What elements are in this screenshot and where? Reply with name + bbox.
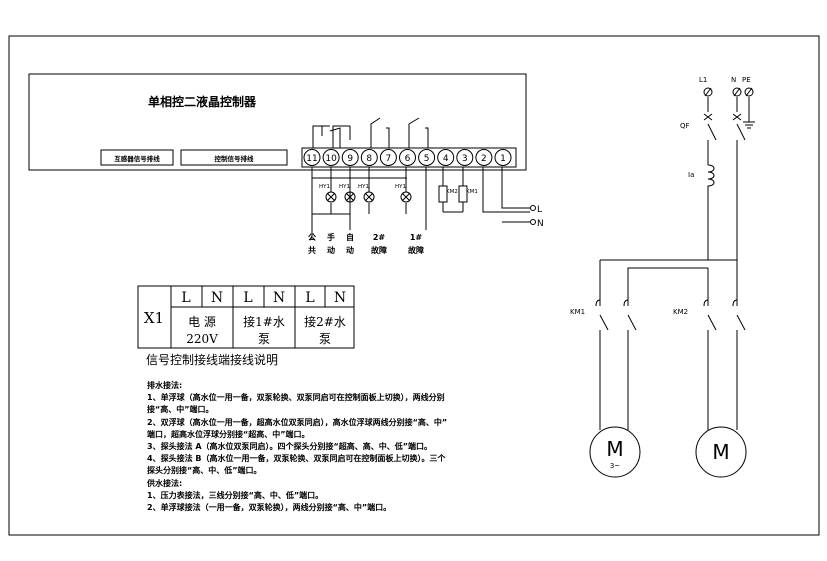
notes-line: 供水接法: bbox=[147, 478, 183, 488]
controller-box bbox=[28, 73, 527, 171]
terminal-circle-1 bbox=[494, 149, 512, 166]
terminal-circle-6 bbox=[399, 149, 416, 166]
outer-frame bbox=[8, 35, 820, 536]
hy1-label-fault: HY1 bbox=[395, 184, 406, 190]
notes-line: 排水接法: bbox=[147, 381, 183, 390]
common-label-1: 公 bbox=[308, 233, 316, 242]
pump1-label-1: 接1#水 bbox=[243, 314, 285, 329]
terminal-number-4: 4 bbox=[443, 154, 449, 164]
l1-label: L1 bbox=[699, 76, 707, 84]
pump1-label-2: 泵 bbox=[258, 332, 270, 346]
terminal-number-9: 9 bbox=[347, 154, 353, 164]
terminal-number-11: 11 bbox=[306, 154, 317, 164]
terminal-circle-2 bbox=[475, 149, 493, 166]
terminal-circle-10 bbox=[322, 149, 340, 166]
ct-signal-button-frame bbox=[100, 149, 174, 166]
terminal-strip-frame bbox=[301, 147, 517, 168]
pe-label: PE bbox=[742, 76, 751, 84]
control-signal-button-frame bbox=[180, 149, 288, 166]
ia-label: Ia bbox=[688, 171, 694, 179]
x1-cell-2: N bbox=[211, 290, 223, 306]
auto-label-2: 动 bbox=[346, 245, 354, 255]
x1-cell-4: N bbox=[273, 290, 285, 306]
x1-name: X1 bbox=[144, 309, 164, 327]
terminal-number-8: 8 bbox=[366, 154, 372, 164]
terminal-circle-3 bbox=[456, 149, 474, 166]
n-supply-label: N bbox=[731, 76, 736, 84]
notes-line: 2、双浮球（高水位一用一备，超高水位双泵同启），高水位浮球两线分别接“高、中” bbox=[147, 417, 448, 427]
ct-signal-cable-label: 互感器信号排线 bbox=[114, 154, 160, 163]
terminal-circle-5 bbox=[418, 149, 436, 166]
terminal-number-5: 5 bbox=[424, 154, 430, 164]
notes-line: 接“高、中”端口。 bbox=[147, 405, 214, 415]
x1-cell-3: L bbox=[243, 290, 252, 306]
auto-label-1: 自 bbox=[346, 232, 354, 242]
relay-contacts bbox=[312, 117, 429, 148]
x1-cell-5: L bbox=[305, 290, 314, 306]
fault2-label-1: 2# bbox=[373, 233, 386, 242]
x1-cell-6: N bbox=[334, 290, 346, 306]
terminal-circle-4 bbox=[437, 149, 455, 166]
motor1-symbol: M bbox=[606, 437, 623, 461]
motor2-symbol: M bbox=[712, 440, 729, 464]
terminal-number-6: 6 bbox=[405, 154, 411, 164]
manual-label-2: 动 bbox=[327, 245, 335, 255]
manual-label-1: 手 bbox=[327, 232, 335, 242]
n-terminal bbox=[530, 219, 536, 225]
km2-coil-label: KM2 bbox=[446, 189, 458, 195]
notes-line: 4、探头接法 B（高水位一用一备，双泵轮换、双泵同启可在控制面板上切换）。三个 bbox=[147, 454, 446, 464]
terminal-strip: 11 10 9 8 7 6 5 4 3 2 1 bbox=[303, 149, 512, 166]
power-label: 电 源 bbox=[188, 315, 216, 329]
control-signal-cable-label: 控制信号排线 bbox=[215, 154, 255, 163]
fault1-label-1: 1# bbox=[410, 233, 423, 242]
hy1-label-common: HY1 bbox=[319, 184, 330, 190]
terminal-number-2: 2 bbox=[481, 154, 487, 164]
hy1-label-auto: HY1 bbox=[358, 184, 369, 190]
n-label: N bbox=[537, 219, 544, 229]
power-circuit bbox=[589, 97, 755, 478]
hy1-label-manual: HY1 bbox=[339, 184, 350, 190]
terminal-circle-8 bbox=[360, 149, 378, 166]
km1-contact-label: KM1 bbox=[570, 308, 585, 316]
fault2-label-2: 故障 bbox=[371, 245, 387, 255]
controller-title: 单相控二液晶控制器 bbox=[148, 94, 257, 109]
notes-line: 探头分别接“高、中、低”端口。 bbox=[147, 466, 262, 476]
motor1-phase: 3~ bbox=[610, 462, 620, 470]
pump2-label-1: 接2#水 bbox=[304, 314, 346, 329]
switch-knobs bbox=[703, 87, 754, 97]
terminal-circle-9 bbox=[341, 149, 359, 166]
indicator-lamps bbox=[325, 191, 412, 203]
terminal-circle-7 bbox=[379, 149, 397, 166]
terminal-number-7: 7 bbox=[386, 154, 392, 164]
km1-coil-label: KM1 bbox=[466, 189, 478, 195]
common-label-2: 共 bbox=[308, 245, 316, 255]
notes-line: 1、单浮球（高水位一用一备，双泵轮换、双泵同启可在控制面板上切换），两线分别 bbox=[147, 393, 445, 403]
l-label: L bbox=[537, 205, 542, 215]
x1-cell-1: L bbox=[181, 290, 190, 306]
notes-line: 1、压力表接法，三线分别接“高、中、低”端口。 bbox=[147, 490, 324, 500]
terminal-number-10: 10 bbox=[325, 154, 337, 164]
indicator-wiring bbox=[311, 167, 530, 240]
wiring-notes: 排水接法: 1、单浮球（高水位一用一备，双泵轮换、双泵同启可在控制面板上切换），两… bbox=[147, 380, 547, 514]
terminal-number-1: 1 bbox=[500, 154, 506, 164]
l-terminal bbox=[530, 205, 536, 211]
fault1-label-2: 故障 bbox=[408, 245, 424, 255]
km2-contact-label: KM2 bbox=[673, 308, 688, 316]
qf-label: QF bbox=[680, 122, 690, 130]
power-voltage: 220V bbox=[186, 332, 218, 346]
terminal-circle-11 bbox=[303, 149, 321, 166]
notes-heading: 信号控制接线端接线说明 bbox=[146, 352, 278, 367]
notes-line: 3、探头接法 A（高水位双泵同启）。四个探头分别接“超高、高、中、低”端口。 bbox=[147, 442, 433, 452]
notes-line: 2、单浮球接法（一用一备，双泵轮换），两线分别接“高、中”端口。 bbox=[147, 503, 392, 513]
terminal-number-3: 3 bbox=[462, 154, 468, 164]
x1-table-grid bbox=[137, 285, 355, 349]
pump2-label-2: 泵 bbox=[319, 332, 331, 346]
notes-line: 端口，超高水位浮球分别接“超高、中”端口。 bbox=[147, 429, 310, 439]
